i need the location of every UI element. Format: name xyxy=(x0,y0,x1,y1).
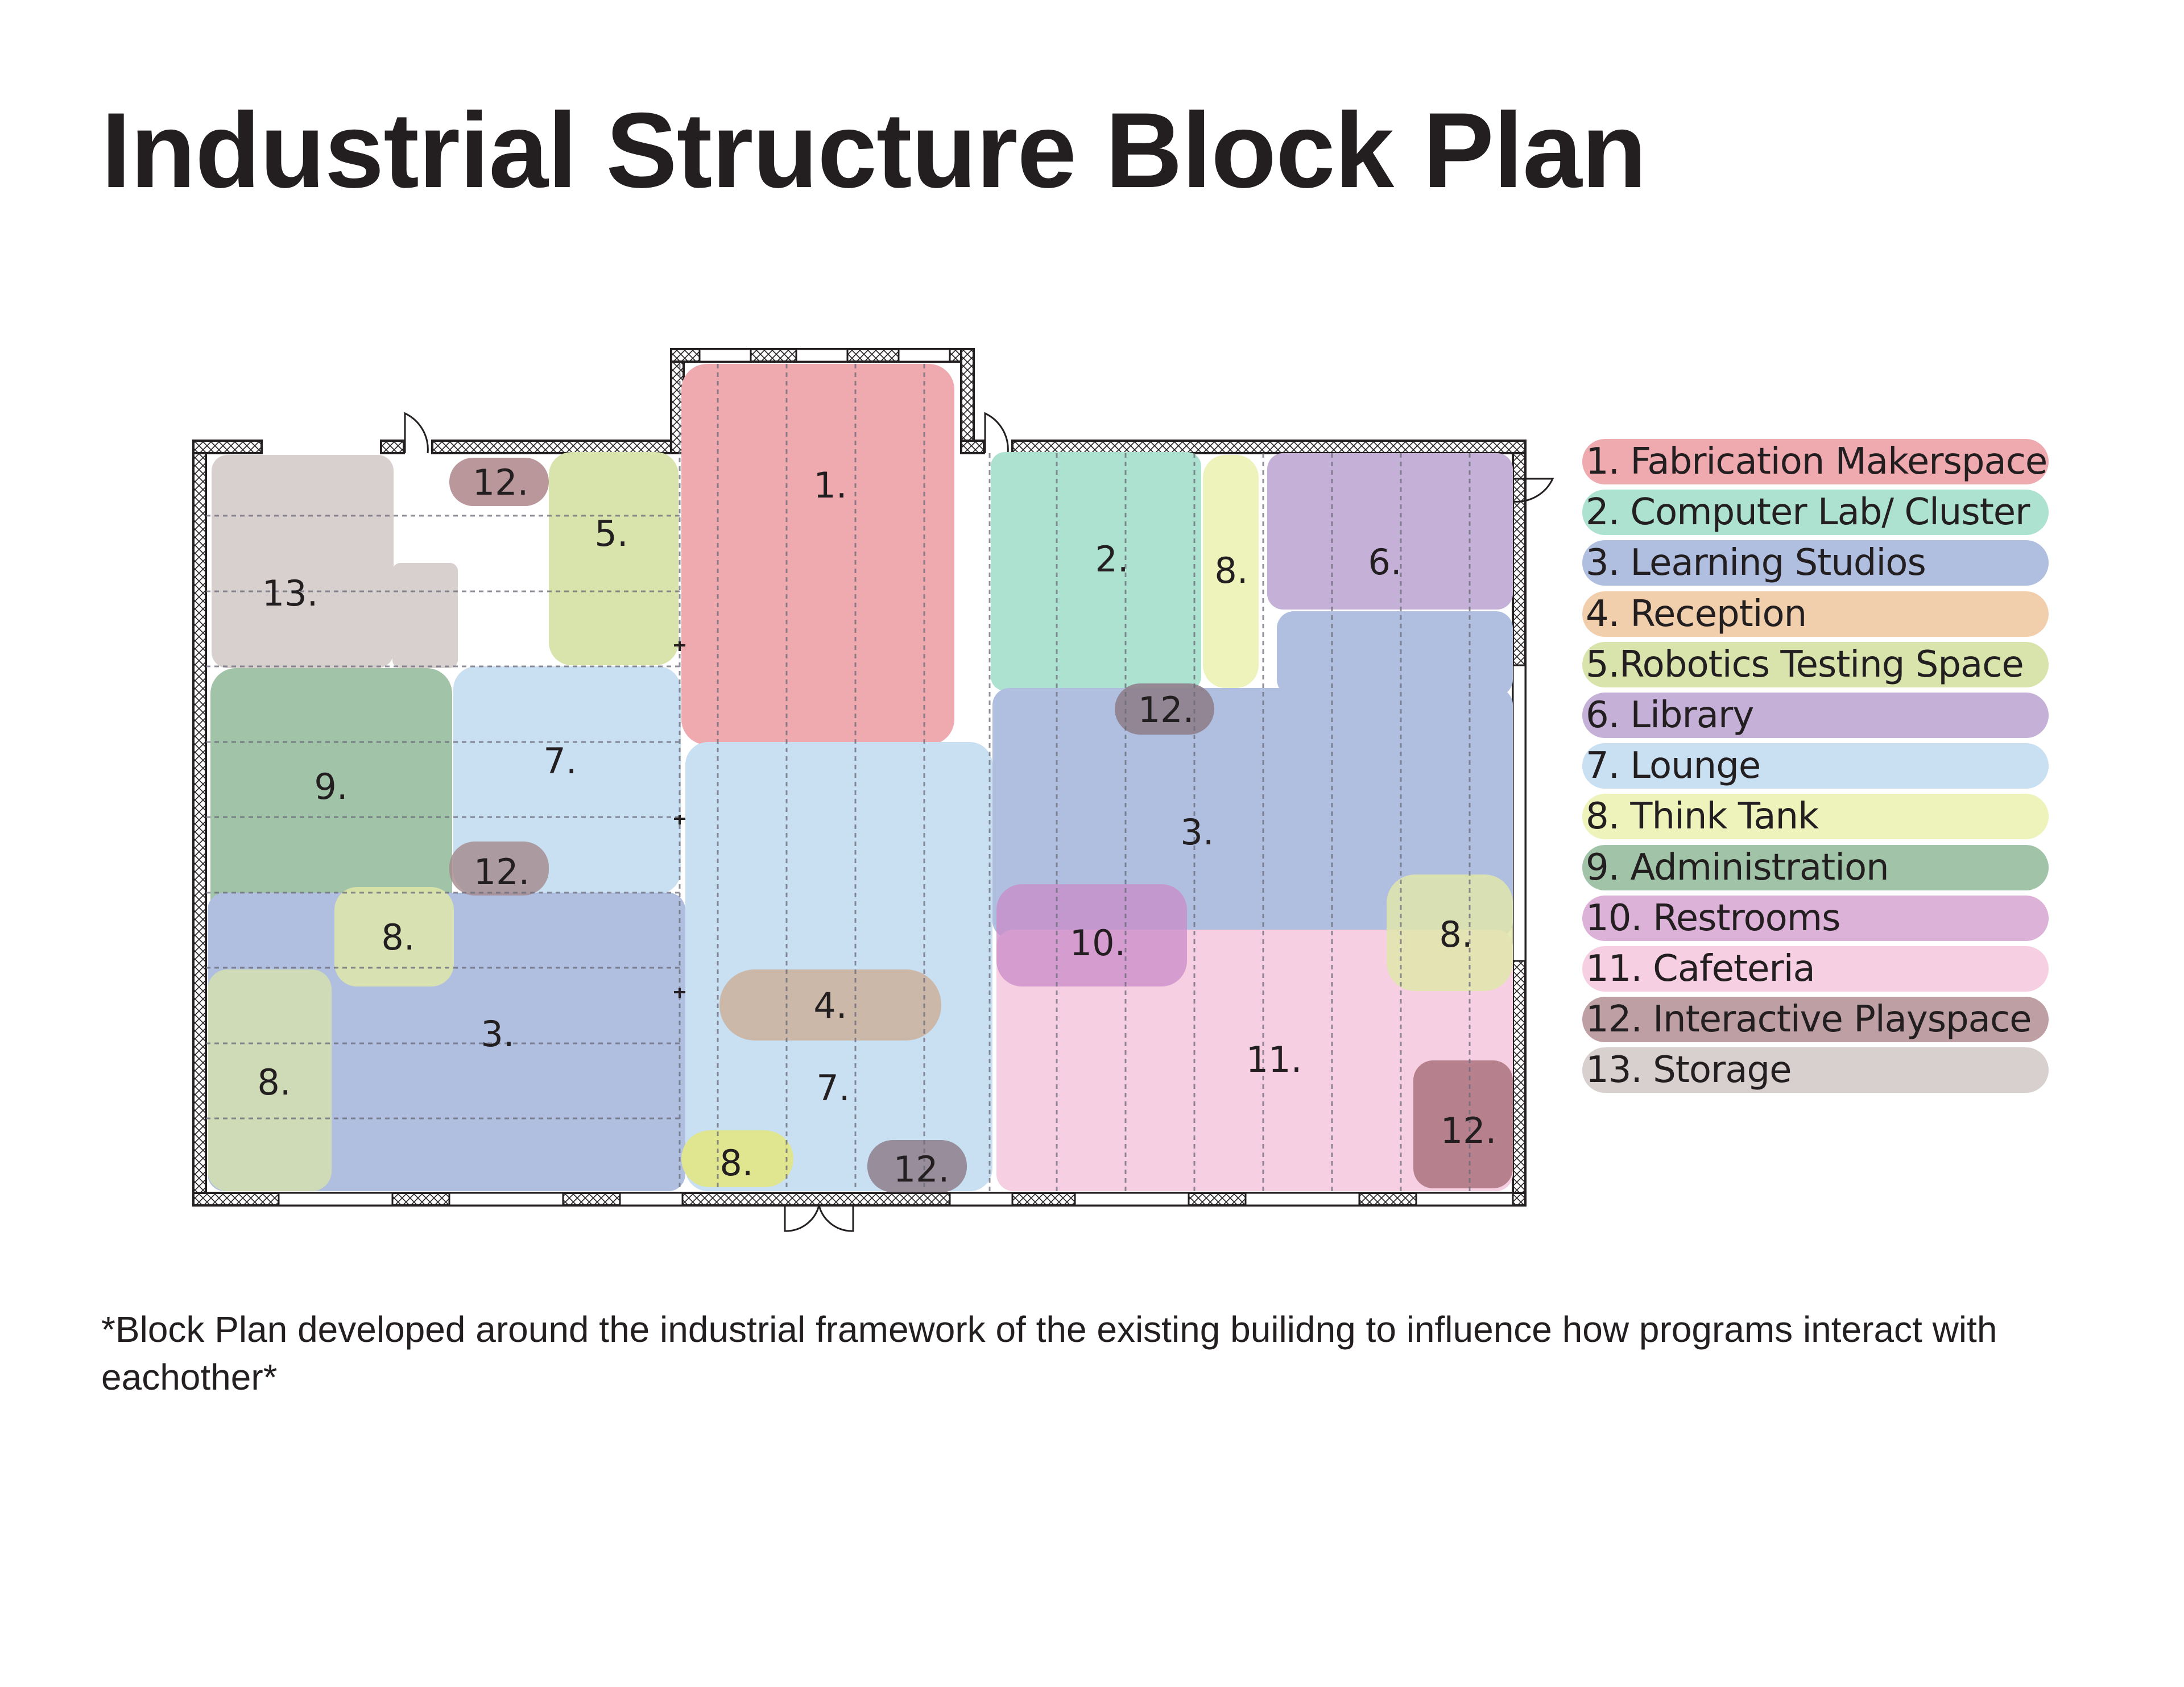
label-room-3: 3. xyxy=(1180,811,1214,853)
label-room-3: 3. xyxy=(481,1013,514,1055)
legend-item-label: 1. Fabrication Makerspace xyxy=(1586,441,2048,483)
room-8-think-tank-west xyxy=(334,887,454,986)
room-labels: 1. 2. 8. 6. 12. 5. 13. 12. 7. 9. 3. 12. … xyxy=(257,462,1496,1190)
legend-item: 4. Reception xyxy=(1582,591,2049,637)
legend-item: 11. Cafeteria xyxy=(1582,946,2049,992)
room-8-think-tank-north xyxy=(1203,455,1259,688)
column-markers xyxy=(674,641,685,998)
room-3-learning-east xyxy=(992,688,1513,938)
label-room-2: 2. xyxy=(1095,538,1128,580)
legend-item-label: 5.Robotics Testing Space xyxy=(1586,643,2024,686)
label-room-13: 13. xyxy=(262,573,318,614)
room-10-restrooms xyxy=(996,884,1187,986)
room-8-think-tank-east xyxy=(1387,874,1513,991)
legend-item-label: 4. Reception xyxy=(1586,592,1807,635)
legend-item-label: 10. Restrooms xyxy=(1586,897,1840,939)
legend: 1. Fabrication Makerspace 2. Computer Lab… xyxy=(1582,439,2049,1098)
room-2-computer-lab xyxy=(991,452,1201,691)
label-room-8: 8. xyxy=(1439,914,1472,955)
room-6-library xyxy=(1267,453,1513,610)
room-blocks xyxy=(208,364,1513,1192)
label-room-6: 6. xyxy=(1368,541,1401,583)
label-room-8: 8. xyxy=(719,1142,753,1184)
legend-item: 1. Fabrication Makerspace xyxy=(1582,439,2049,484)
room-5-robotics xyxy=(549,452,679,665)
room-12-playspace-lounge xyxy=(449,842,549,896)
room-1-fabrication xyxy=(681,364,954,745)
legend-item: 8. Think Tank xyxy=(1582,794,2049,840)
label-room-8: 8. xyxy=(257,1062,291,1103)
label-room-10: 10. xyxy=(1070,922,1126,964)
legend-item-label: 9. Administration xyxy=(1586,846,1889,889)
legend-item: 7. Lounge xyxy=(1582,743,2049,789)
label-room-12: 12. xyxy=(894,1149,950,1190)
legend-item: 6. Library xyxy=(1582,692,2049,738)
legend-item-label: 3. Learning Studios xyxy=(1586,542,1926,585)
label-room-8: 8. xyxy=(1214,550,1248,591)
legend-item-label: 12. Interactive Playspace xyxy=(1586,998,2032,1041)
legend-item-label: 6. Library xyxy=(1586,694,1754,736)
doors xyxy=(404,412,1554,1232)
room-12-playspace-east xyxy=(1413,1060,1513,1188)
window-openings xyxy=(278,348,1527,1207)
legend-item-label: 8. Think Tank xyxy=(1586,795,1819,838)
legend-item: 12. Interactive Playspace xyxy=(1582,997,2049,1043)
room-12-playspace-south xyxy=(867,1140,967,1192)
legend-item-label: 11. Cafeteria xyxy=(1586,947,1815,990)
legend-item: 10. Restrooms xyxy=(1582,895,2049,941)
room-13-storage xyxy=(212,455,394,668)
label-room-8: 8. xyxy=(381,917,415,958)
caption: *Block Plan developed around the industr… xyxy=(101,1309,1997,1398)
structural-grid xyxy=(206,364,1471,1191)
room-7-lounge-central xyxy=(685,742,992,1191)
label-room-7: 7. xyxy=(816,1067,850,1109)
legend-item: 5.Robotics Testing Space xyxy=(1582,641,2049,687)
label-room-4: 4. xyxy=(813,985,847,1026)
room-7-lounge-north xyxy=(453,666,681,894)
page-title: Industrial Structure Block Plan xyxy=(101,90,1647,210)
label-room-12: 12. xyxy=(474,851,530,893)
legend-item: 2. Computer Lab/ Cluster xyxy=(1582,490,2049,536)
label-room-9: 9. xyxy=(314,766,348,807)
legend-item: 13. Storage xyxy=(1582,1047,2049,1093)
label-room-7: 7. xyxy=(543,740,577,782)
room-12-playspace-center xyxy=(1115,683,1214,735)
label-room-5: 5. xyxy=(594,513,628,554)
legend-item-label: 7. Lounge xyxy=(1586,745,1761,787)
legend-item-label: 2. Computer Lab/ Cluster xyxy=(1586,491,2030,534)
room-8-think-tank-south xyxy=(681,1130,793,1187)
label-room-11: 11. xyxy=(1246,1039,1302,1080)
label-room-12: 12. xyxy=(473,462,529,503)
legend-item: 3. Learning Studios xyxy=(1582,540,2049,586)
label-room-1: 1. xyxy=(813,465,847,506)
room-12-playspace-nw xyxy=(449,458,549,506)
legend-item: 9. Administration xyxy=(1582,844,2049,890)
label-room-12: 12. xyxy=(1441,1110,1497,1151)
label-room-12: 12. xyxy=(1138,689,1194,731)
room-4-reception xyxy=(719,969,941,1041)
room-8-think-tank-southwest xyxy=(208,969,332,1191)
legend-item-label: 13. Storage xyxy=(1586,1049,1792,1092)
